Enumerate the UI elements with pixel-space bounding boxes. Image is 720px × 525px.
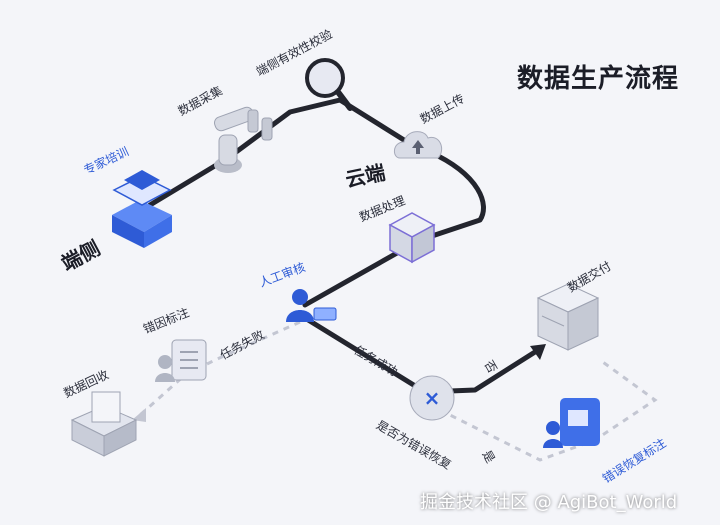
reviewer-person-icon [286, 289, 337, 322]
main-flow-line [147, 97, 486, 308]
data-delivery-server-icon [536, 283, 600, 351]
decision-node-icon: × [409, 375, 455, 421]
recycle-arrowhead [132, 408, 146, 422]
cloud-upload-icon [394, 131, 443, 159]
robot-arm-icon [214, 106, 273, 173]
svg-text:×: × [424, 386, 441, 410]
watermark: 掘金技术社区 @ AgiBot_World [420, 492, 678, 513]
delivery-arrowhead [530, 344, 546, 360]
diagram-title: 数据生产流程 [517, 64, 680, 94]
expert-training-icon [112, 170, 172, 248]
error-annotation-icon [155, 339, 207, 382]
magnifier-icon [305, 58, 353, 111]
error-recovery-annotation-icon [543, 398, 600, 448]
data-recycling-inbox-icon [70, 391, 138, 457]
data-processing-cube-icon [388, 212, 436, 264]
